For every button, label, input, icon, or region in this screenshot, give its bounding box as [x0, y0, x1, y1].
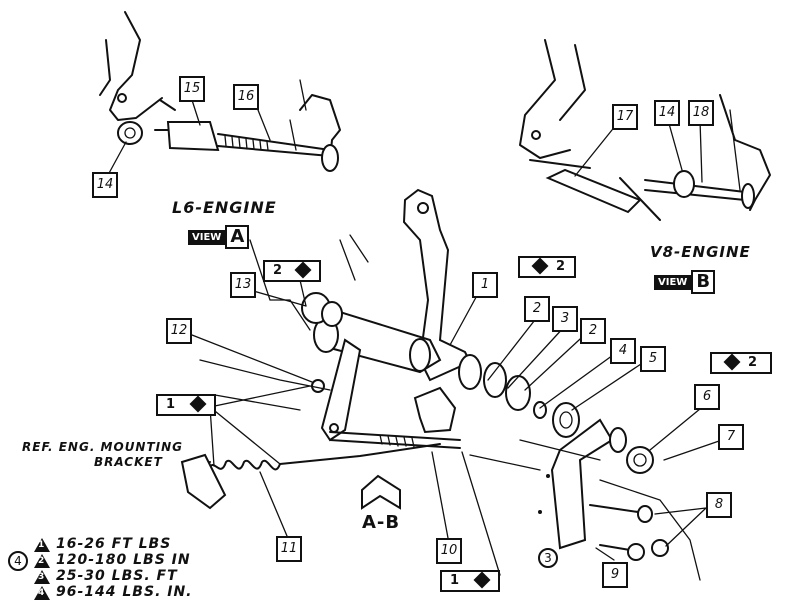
torque-flag-right: 2: [710, 352, 772, 374]
callout-9: 9: [602, 562, 628, 588]
callout-5: 5: [640, 346, 666, 372]
view-b-tag: VIEW B: [654, 270, 716, 294]
torque-flag-right-value: 2: [748, 355, 758, 370]
section-ab-label: A-B: [362, 512, 401, 533]
callout-4: 4: [610, 338, 636, 364]
callout-16: 16: [233, 84, 259, 110]
legend-tri-1: 1: [34, 538, 50, 552]
torque-flag-12: 1: [156, 394, 216, 416]
legend-tri-2: 2: [34, 554, 50, 568]
legend-circle-4: 4: [8, 551, 28, 571]
torque-flag-top-right-value: 2: [556, 259, 566, 274]
callout-17: 17: [612, 104, 638, 130]
v8-detail-drawing: [519, 39, 771, 221]
callout-13: 13: [230, 272, 256, 298]
ref-mount-label-line2: BRACKET: [94, 455, 163, 469]
torque-flag-13-value: 2: [273, 263, 283, 278]
callout-12: 12: [166, 318, 192, 344]
callout-6: 6: [694, 384, 720, 410]
callout-15: 15: [179, 76, 205, 102]
callout-2-lower: 2: [580, 318, 606, 344]
callout-10: 10: [436, 538, 462, 564]
legend-line-4: 96-144 LBS. IN.: [56, 584, 193, 600]
legend-tri-4: 4: [34, 586, 50, 600]
torque-flag-12-value: 1: [166, 397, 176, 412]
callout-11: 11: [276, 536, 302, 562]
view-b-letter: B: [691, 270, 716, 294]
callout-1: 1: [472, 272, 498, 298]
legend-line-3: 25-30 LBS. FT: [56, 568, 178, 584]
legend-line-2: 120-180 LBS IN: [56, 552, 191, 568]
ref-mount-label-line1: REF. ENG. MOUNTING: [22, 440, 184, 454]
callout-18: 18: [688, 100, 714, 126]
l6-detail-drawing: [99, 11, 341, 176]
torque-flag-bottom: 1: [440, 570, 500, 592]
callout-14-v8: 14: [654, 100, 680, 126]
legend-line-1: 16-26 FT LBS: [56, 536, 172, 552]
callout-3: 3: [552, 306, 578, 332]
torque-flag-bottom-value: 1: [450, 573, 460, 588]
callout-7: 7: [718, 424, 744, 450]
legend-tri-3: 3: [34, 570, 50, 584]
circled-3: 3: [538, 548, 558, 568]
torque-flag-top-right: 2: [518, 256, 576, 278]
view-a-letter: A: [225, 225, 250, 249]
torque-flag-13: 2: [263, 260, 321, 282]
callout-8: 8: [706, 492, 732, 518]
view-a-text: VIEW: [188, 229, 226, 245]
callout-14-l6: 14: [92, 172, 118, 198]
v8-engine-label: V8-ENGINE: [650, 243, 751, 261]
callout-2-upper: 2: [524, 296, 550, 322]
main-assembly-drawing: [180, 188, 723, 581]
l6-engine-label: L6-ENGINE: [172, 198, 277, 217]
view-b-text: VIEW: [654, 274, 692, 290]
view-a-tag: VIEW A: [188, 225, 250, 249]
